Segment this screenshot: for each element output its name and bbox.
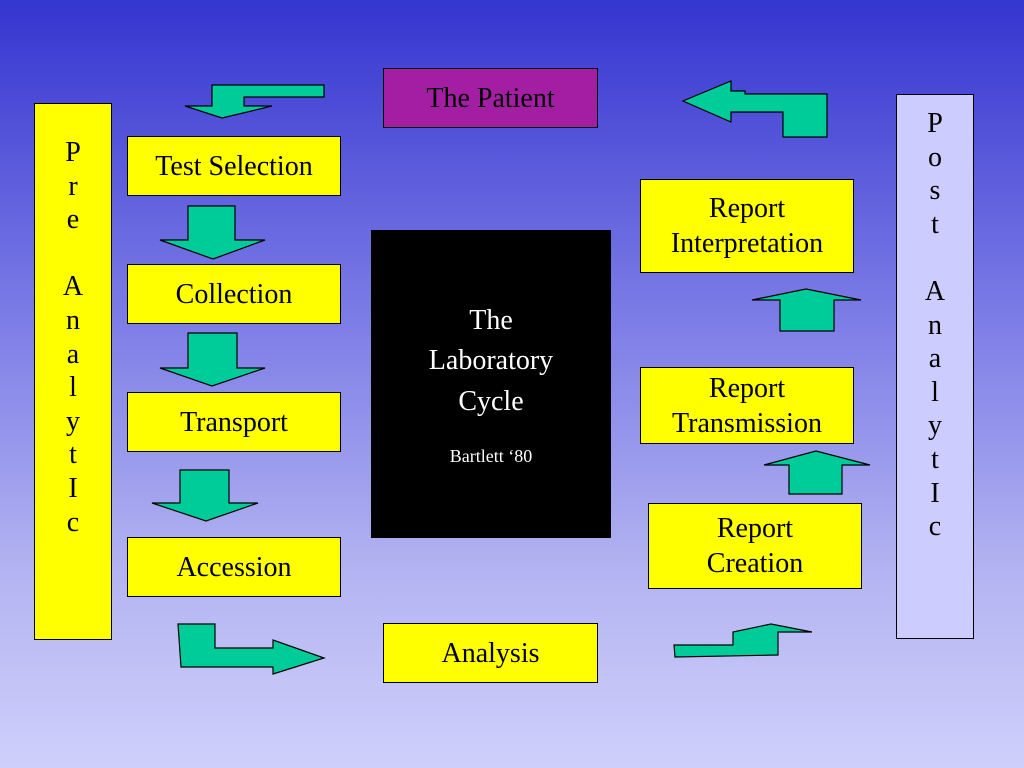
report-creation-box: Report Creation [648,503,862,589]
arrow-collection-to-transport [159,332,266,387]
pre-analytic-label: P r e A n a l y t I c [34,103,112,640]
arrow-patient-to-test-selection [184,84,325,119]
arrow-transmission-to-interpretation [751,288,862,332]
laboratory-cycle-box: The Laboratory Cycle Bartlett ‘80 [371,230,611,538]
transport-box: Transport [127,392,341,452]
report-transmission-box: Report Transmission [640,367,854,444]
arrow-interpretation-to-patient [681,80,828,138]
accession-box: Accession [127,537,341,597]
arrow-transport-to-accession [151,469,259,522]
arrow-accession-to-analysis [177,623,326,675]
post-analytic-label: P o s t A n a l y t I c [896,94,974,639]
arrow-creation-to-transmission [763,450,871,495]
collection-box: Collection [127,264,341,324]
analysis-box: Analysis [383,623,598,683]
arrow-test-selection-to-collection [159,205,266,260]
test-selection-box: Test Selection [127,136,341,196]
arrow-analysis-to-report-creation [673,623,813,658]
patient-box: The Patient [383,68,598,128]
report-interpretation-box: Report Interpretation [640,179,854,273]
center-credit: Bartlett ‘80 [449,445,533,466]
center-title: The Laboratory Cycle [428,304,554,418]
